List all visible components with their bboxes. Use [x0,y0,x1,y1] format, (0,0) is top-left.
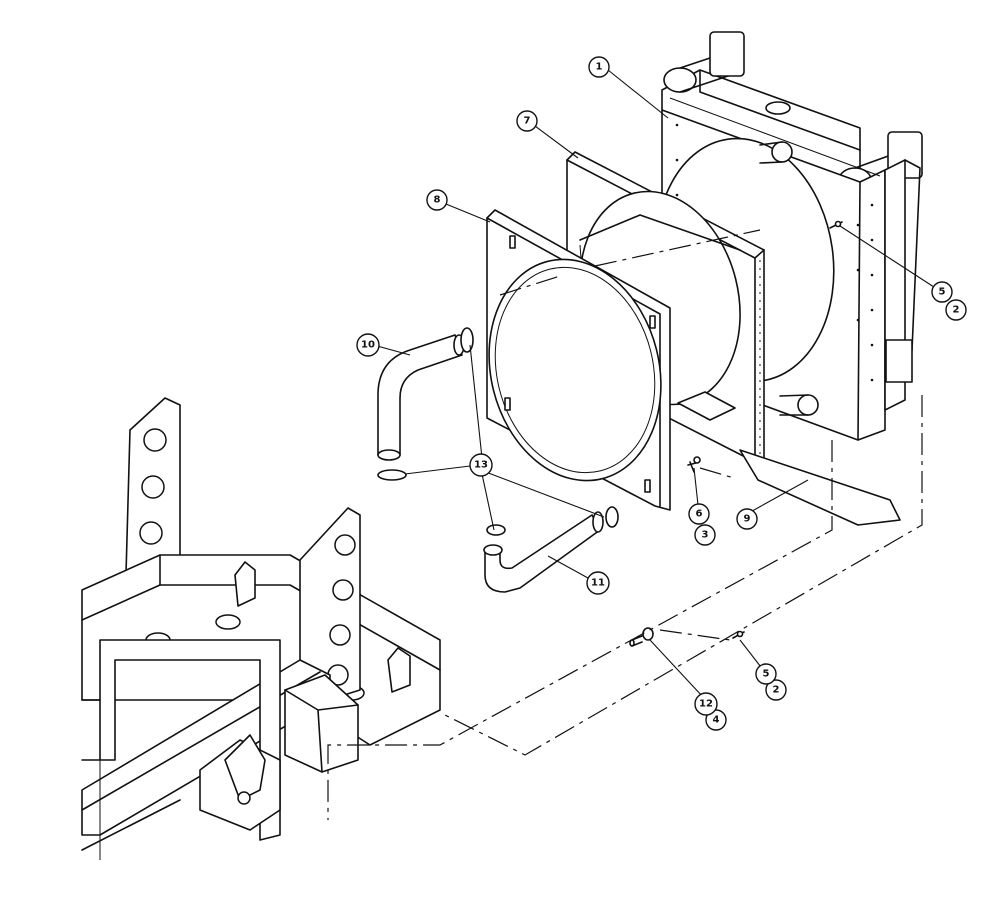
callout-11: 11 [586,571,610,595]
baffle-plate [677,391,901,526]
svg-text:7: 7 [524,116,531,127]
callout-2b: 2 [765,679,787,701]
leader-lines [376,69,938,698]
svg-text:1: 1 [596,62,603,73]
callout-2a: 2 [945,299,967,321]
callout-1: 1 [588,56,610,78]
svg-text:4: 4 [713,715,720,726]
upper-hose [377,327,474,481]
svg-text:10: 10 [361,340,375,351]
lower-hose [483,506,619,593]
svg-text:2: 2 [773,685,780,696]
machine-frame [81,397,441,860]
callout-3: 3 [694,524,716,546]
callout-6: 6 [688,503,710,525]
callout-5a: 5 [931,281,953,303]
svg-text:11: 11 [591,578,605,589]
svg-text:2: 2 [953,305,960,316]
svg-text:6: 6 [696,509,703,520]
callout-10: 10 [356,333,380,357]
svg-text:9: 9 [744,514,751,525]
assembly-lines [327,229,923,820]
svg-text:13: 13 [474,460,488,471]
callout-12: 12 [694,692,718,716]
callout-8: 8 [426,189,448,211]
svg-text:12: 12 [699,699,713,710]
callout-5b: 5 [755,663,777,685]
callout-13: 13 [469,453,493,477]
svg-text:5: 5 [939,287,946,298]
callout-9: 9 [736,508,758,530]
callout-7: 7 [516,110,538,132]
svg-text:3: 3 [702,530,709,541]
fan-ring [486,209,671,511]
svg-text:8: 8 [434,195,441,206]
svg-text:5: 5 [763,669,770,680]
